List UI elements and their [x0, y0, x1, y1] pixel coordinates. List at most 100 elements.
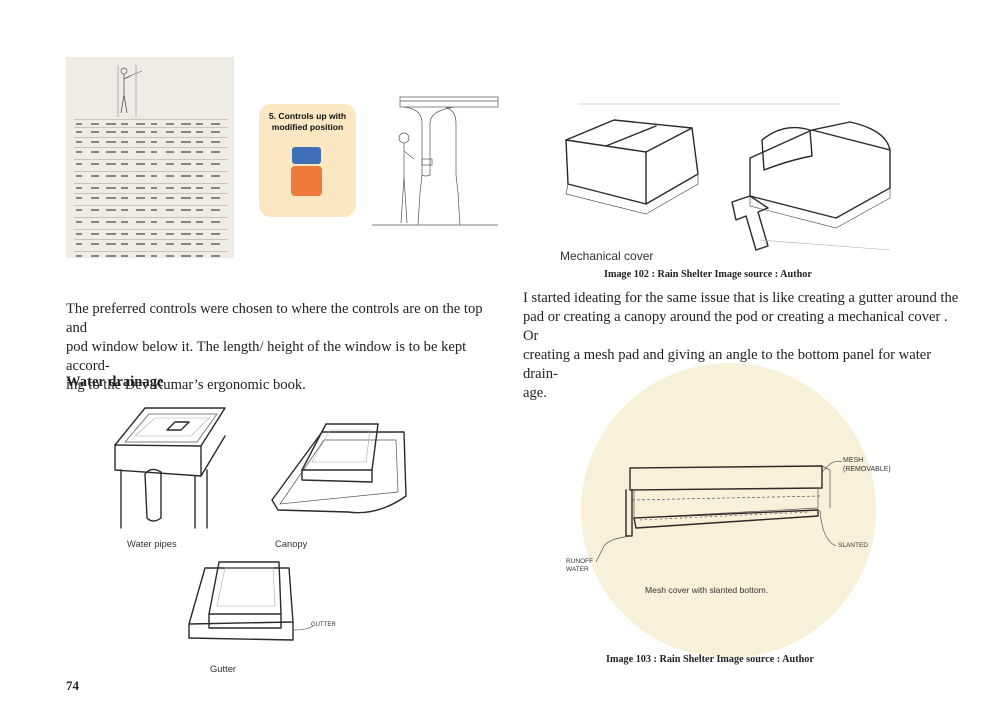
table-cell-text	[136, 255, 145, 257]
table-cell-text	[151, 233, 157, 235]
table-cell-text	[106, 151, 116, 153]
table-cell-text	[91, 123, 99, 125]
table-cell-text	[121, 131, 128, 133]
table-cell-text	[76, 151, 82, 153]
table-cell-text	[196, 131, 203, 133]
table-cell-text	[151, 141, 157, 143]
table-cell-text	[166, 163, 174, 165]
table-cell-text	[76, 255, 82, 257]
table-cell-text	[106, 255, 116, 257]
table-cell-text	[196, 163, 203, 165]
annotation-removable-line: (REMOVABLE)	[843, 466, 891, 473]
caption-image-103: Image 103 : Rain Shelter Image source : …	[606, 654, 814, 665]
table-cell-text	[181, 163, 191, 165]
table-cell-text	[91, 175, 99, 177]
table-cell-text	[211, 151, 220, 153]
table-cell-text	[181, 141, 191, 143]
table-cell-text	[106, 175, 116, 177]
controls-position-card: 5. Controls up with modified position	[259, 104, 356, 217]
table-cell-text	[196, 175, 203, 177]
table-cell-text	[136, 163, 145, 165]
table-cell-text	[76, 131, 82, 133]
table-cell-text	[181, 243, 191, 245]
table-cell-text	[136, 209, 145, 211]
table-cell-text	[181, 151, 191, 153]
table-rule	[74, 183, 228, 184]
table-cell-text	[181, 187, 191, 189]
table-cell-text	[151, 255, 157, 257]
table-cell-text	[151, 209, 157, 211]
label-mesh-cover: Mesh cover with slanted bottom.	[645, 585, 769, 595]
table-cell-text	[121, 221, 128, 223]
table-cell-text	[121, 151, 128, 153]
table-cell-text	[196, 123, 203, 125]
table-cell-text	[211, 243, 220, 245]
table-rule	[74, 217, 228, 218]
table-cell-text	[136, 187, 145, 189]
table-cell-text	[121, 243, 128, 245]
mesh-sketch-background	[581, 363, 876, 658]
table-cell-text	[166, 243, 174, 245]
ideation-paragraph: I started ideating for the same issue th…	[523, 289, 963, 403]
table-cell-text	[151, 131, 157, 133]
upper-control-block	[292, 147, 321, 164]
table-cell-text	[136, 197, 145, 199]
table-cell-text	[136, 221, 145, 223]
table-cell-text	[181, 221, 191, 223]
gutter-annotation: GUTTER	[311, 622, 336, 628]
label-canopy: Canopy	[275, 538, 308, 549]
table-cell-text	[76, 141, 82, 143]
ergonomic-figure-drawing	[117, 65, 143, 117]
table-rule	[74, 127, 228, 128]
table-rule	[74, 147, 228, 148]
table-cell-text	[76, 163, 82, 165]
table-cell-text	[166, 209, 174, 211]
table-cell-text	[151, 243, 157, 245]
table-cell-text	[166, 197, 174, 199]
table-cell-text	[151, 175, 157, 177]
table-cell-text	[136, 141, 145, 143]
table-cell-text	[211, 255, 220, 257]
table-cell-text	[166, 221, 174, 223]
pod-with-person-sketch	[372, 96, 499, 226]
section-heading-water-drainage: Water drainage	[66, 374, 164, 390]
table-cell-text	[196, 197, 203, 199]
table-cell-text	[211, 131, 220, 133]
table-cell-text	[136, 233, 145, 235]
lower-control-block	[291, 166, 322, 196]
controls-paragraph: The preferred controls were chosen to wh…	[66, 300, 506, 395]
table-cell-text	[91, 151, 99, 153]
table-cell-text	[76, 243, 82, 245]
table-cell-text	[91, 131, 99, 133]
table-cell-text	[121, 175, 128, 177]
table-cell-text	[136, 175, 145, 177]
paragraph-line: I started ideating for the same issue th…	[523, 290, 959, 306]
table-cell-text	[196, 141, 203, 143]
table-cell-text	[91, 163, 99, 165]
mechanical-cover-sketch	[565, 103, 891, 251]
table-cell-text	[76, 209, 82, 211]
table-cell-text	[76, 175, 82, 177]
table-cell-text	[211, 209, 220, 211]
table-rule	[74, 205, 228, 206]
table-cell-text	[121, 187, 128, 189]
table-cell-text	[76, 221, 82, 223]
table-rule	[74, 159, 228, 160]
table-rule	[74, 229, 228, 230]
table-cell-text	[151, 187, 157, 189]
table-cell-text	[121, 163, 128, 165]
gutter-sketch	[188, 561, 314, 641]
table-cell-text	[211, 163, 220, 165]
table-cell-text	[211, 187, 220, 189]
table-cell-text	[196, 187, 203, 189]
table-cell-text	[136, 123, 145, 125]
table-cell-text	[181, 123, 191, 125]
table-cell-text	[91, 221, 99, 223]
table-cell-text	[76, 197, 82, 199]
table-cell-text	[151, 151, 157, 153]
mesh-cover-sketch	[595, 460, 843, 563]
table-cell-text	[151, 221, 157, 223]
table-cell-text	[106, 131, 116, 133]
table-cell-text	[181, 233, 191, 235]
table-cell-text	[166, 131, 174, 133]
